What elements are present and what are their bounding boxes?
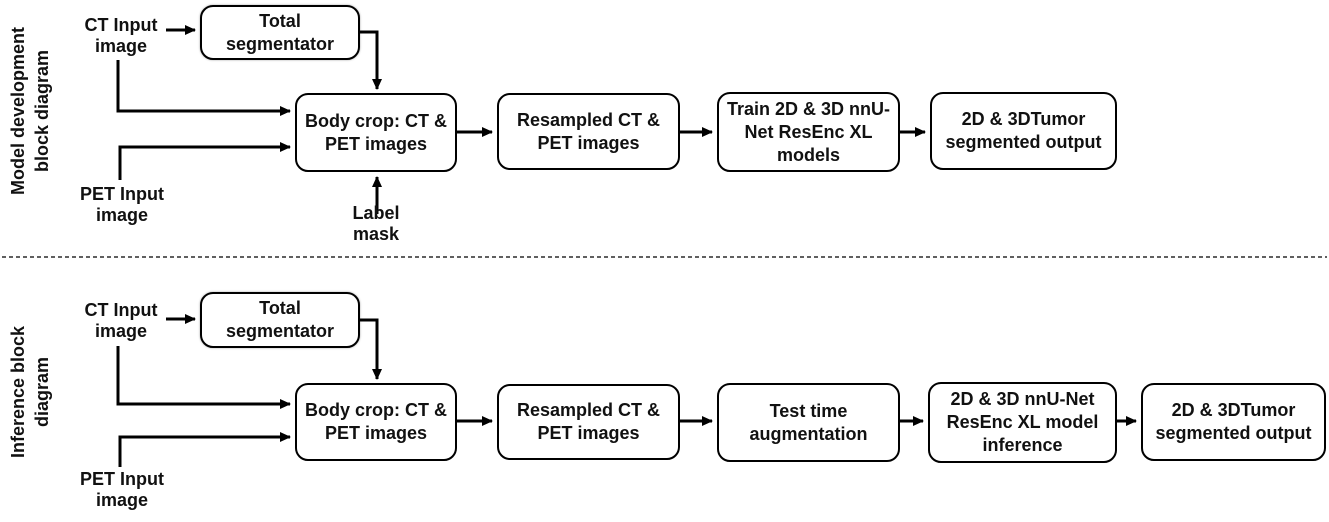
arrow-inf-ct-to-body-crop [116, 346, 291, 409]
inf-node-total-segmentator: Total segmentator [200, 292, 360, 348]
md-node-body-crop: Body crop: CT & PET images [295, 93, 457, 172]
md-ct-input-label: CT Input image [84, 15, 158, 56]
arrow-inf-total-segmentator-to-body-crop [360, 318, 382, 380]
inf-node-body-crop: Body crop: CT & PET images [295, 383, 457, 461]
inf-node-segmented-output: 2D & 3DTumor segmented output [1141, 383, 1326, 461]
arrow-md-total-segmentator-to-body-crop [360, 30, 382, 90]
arrow-md-pet-to-body-crop [118, 142, 291, 180]
inf-node-resampled: Resampled CT & PET images [497, 384, 680, 460]
md-node-resampled: Resampled CT & PET images [497, 93, 680, 170]
inf-node-model-inference: 2D & 3D nnU-Net ResEnc XL model inferenc… [928, 382, 1117, 463]
inf-ct-input-label: CT Input image [84, 300, 158, 341]
md-node-segmented-output: 2D & 3DTumor segmented output [930, 92, 1117, 170]
model-development-side-label: Model development block diagram [8, 26, 52, 196]
md-pet-input-label: PET Input image [80, 184, 164, 225]
md-node-total-segmentator: Total segmentator [200, 5, 360, 60]
md-node-train-models: Train 2D & 3D nnU- Net ResEnc XL models [717, 92, 900, 172]
inf-node-test-time-augmentation: Test time augmentation [717, 383, 900, 462]
arrow-md-ct-to-body-crop [116, 60, 291, 116]
inf-pet-input-label: PET Input image [80, 469, 164, 510]
inference-side-label: Inference block diagram [8, 325, 52, 459]
arrow-inf-pet-to-body-crop [118, 432, 291, 467]
md-label-mask-label: Label mask [352, 203, 400, 244]
